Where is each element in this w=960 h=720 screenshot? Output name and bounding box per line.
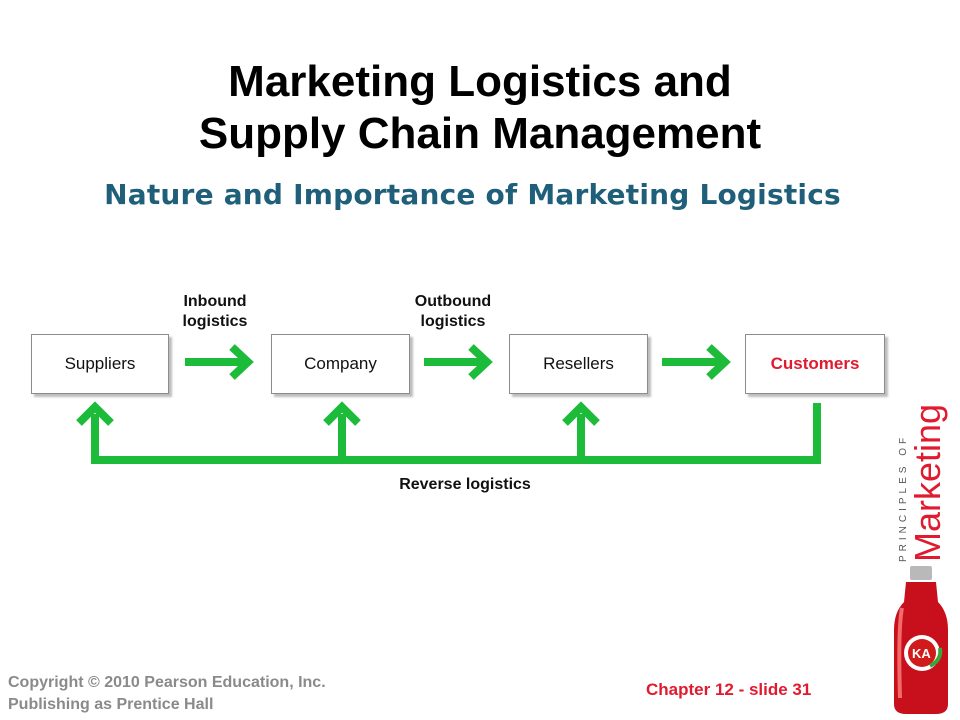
- copyright: Copyright © 2010 Pearson Education, Inc.…: [8, 672, 326, 716]
- node-resellers: Resellers: [509, 334, 648, 394]
- node-suppliers: Suppliers: [31, 334, 169, 394]
- arrow-outbound: [424, 344, 493, 380]
- slide-title: Marketing Logistics and Supply Chain Man…: [0, 56, 960, 160]
- outbound-logistics-label: Outbound logistics: [403, 292, 503, 332]
- slide-title-line-2: Supply Chain Management: [198, 109, 762, 158]
- arrow-to-customers: [662, 344, 731, 380]
- inbound-logistics-label: Inbound logistics: [165, 292, 265, 332]
- juice-bottle-icon: KA: [894, 566, 948, 714]
- arrow-inbound: [185, 344, 254, 380]
- reverse-logistics-path: [76, 401, 821, 464]
- logo-small-text: PRINCIPLES OF: [898, 434, 909, 562]
- node-customers: Customers: [745, 334, 885, 394]
- reverse-logistics-label: Reverse logistics: [399, 476, 531, 493]
- copyright-line-1: Copyright © 2010 Pearson Education, Inc.: [8, 674, 326, 691]
- outbound-logistics-text: Outbound logistics: [414, 293, 492, 330]
- node-company: Company: [271, 334, 410, 394]
- principles-of-marketing-logo: PRINCIPLES OF Marketing KA: [894, 404, 948, 714]
- slide-subtitle: Nature and Importance of Marketing Logis…: [104, 178, 841, 211]
- logo-large-text: Marketing: [907, 404, 948, 562]
- slide-title-line-1: Marketing Logistics and: [228, 57, 732, 106]
- bottle-label-text: KA: [912, 646, 931, 661]
- copyright-line-2: Publishing as Prentice Hall: [8, 696, 214, 713]
- inbound-logistics-text: Inbound logistics: [182, 293, 248, 330]
- slide-number: Chapter 12 - slide 31: [646, 680, 812, 699]
